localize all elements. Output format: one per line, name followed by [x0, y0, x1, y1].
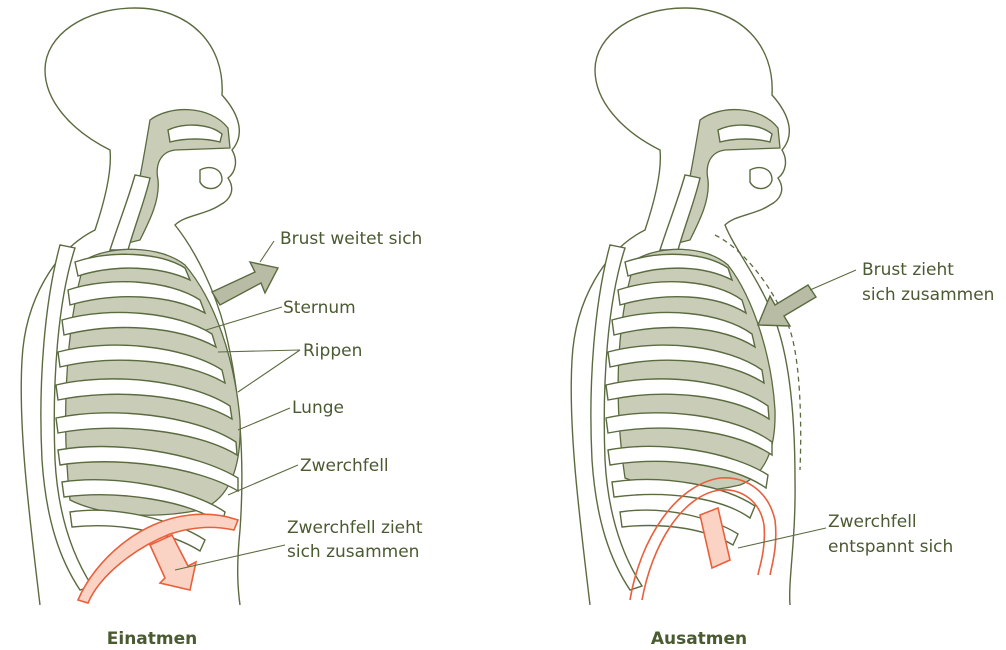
exhale-figure: Brust zieht sich zusammen Zwerchfell ent…	[571, 8, 994, 649]
caption-einatmen: Einatmen	[107, 629, 198, 649]
label-sternum: Sternum	[283, 298, 356, 318]
label-brust-weitet: Brust weitet sich	[280, 229, 422, 249]
jaw	[200, 168, 222, 189]
label-zwerchfell-zieht-1: Zwerchfell zieht	[287, 518, 423, 538]
label-brust-zieht-2: sich zusammen	[862, 285, 994, 305]
chest-expand-arrow	[212, 262, 278, 305]
diaphragm-fill	[700, 508, 730, 568]
label-zwerchfell-zieht-2: sich zusammen	[287, 542, 419, 562]
label-zwerchfell-2: entspannt sich	[828, 537, 953, 557]
caption-ausatmen: Ausatmen	[651, 629, 747, 649]
jaw	[750, 168, 772, 189]
label-zwerchfell-1: Zwerchfell	[828, 512, 917, 532]
label-zwerchfell: Zwerchfell	[300, 456, 389, 476]
label-brust-zieht-1: Brust zieht	[862, 260, 954, 280]
label-rippen: Rippen	[303, 341, 362, 361]
label-lunge: Lunge	[292, 398, 344, 418]
inhale-figure: Brust weitet sich Sternum Rippen Lunge Z…	[21, 8, 423, 649]
chest-contract-arrow	[758, 285, 816, 326]
